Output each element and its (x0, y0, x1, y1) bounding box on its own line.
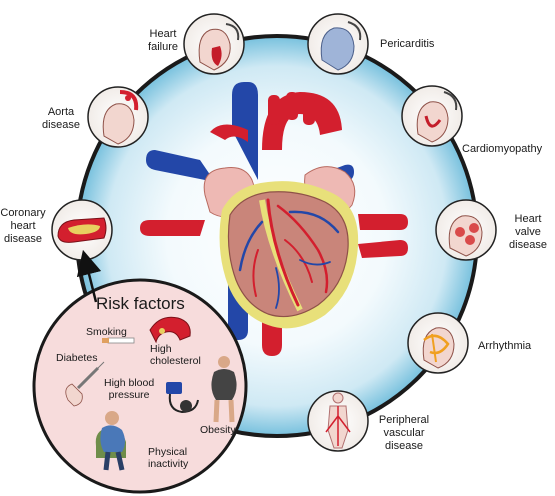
label-line: Cardiomyopathy (462, 143, 543, 155)
heart-failure-bubble (183, 13, 245, 75)
risk-line: Smoking (86, 326, 127, 338)
label-line: Arrhythmia (478, 340, 532, 352)
cholesterol-artery-icon (149, 316, 191, 344)
label-aorta-disease: Aorta disease (36, 106, 86, 132)
blood-pressure-cuff-icon (166, 382, 199, 414)
coronary-heart-disease-bubble (51, 199, 113, 261)
heart-valve-disease-bubble (435, 199, 497, 261)
risk-high-blood-pressure: High blood pressure (104, 377, 154, 401)
obese-person-icon (211, 356, 237, 423)
central-heart-illustration (140, 82, 408, 356)
aorta-disease-bubble (87, 86, 149, 148)
risk-factors-panel (32, 278, 248, 494)
risk-line: High blood (104, 377, 155, 389)
label-cardiomyopathy: Cardiomyopathy (462, 143, 542, 156)
label-line: disease (385, 440, 423, 452)
risk-diabetes: Diabetes (56, 352, 97, 364)
risk-factors-title: Risk factors (96, 294, 185, 313)
label-line: vascular (383, 427, 425, 439)
risk-line: Physical (148, 446, 188, 458)
risk-smoking: Smoking (86, 326, 127, 338)
insulin-syringe-icon (65, 361, 105, 407)
risk-line: High (150, 343, 172, 355)
label-line: Coronary (0, 207, 46, 219)
label-heart-valve-disease: Heart valve disease (505, 213, 551, 252)
label-line: failure (148, 41, 178, 53)
risk-physical-inactivity: Physical inactivity (148, 446, 188, 470)
risk-line: cholesterol (150, 355, 201, 367)
label-line: Pericarditis (380, 38, 435, 50)
label-line: Heart (149, 28, 177, 40)
risk-obesity: Obesity (200, 424, 236, 436)
label-line: Heart (514, 213, 542, 225)
label-line: heart (10, 220, 36, 232)
label-line: disease (42, 119, 80, 131)
peripheral-vascular-disease-bubble (307, 390, 369, 452)
label-heart-failure: Heart failure (138, 28, 188, 54)
risk-line: pressure (108, 389, 150, 401)
label-line: Aorta (47, 106, 75, 118)
risk-to-disease-arrow (76, 249, 102, 303)
risk-high-cholesterol: High cholesterol (150, 343, 201, 367)
cigarette-icon (107, 337, 135, 344)
label-peripheral-vascular-disease: Peripheral vascular disease (374, 414, 434, 453)
pericarditis-bubble (307, 13, 369, 75)
cardiomyopathy-bubble (401, 85, 463, 147)
risk-line: Diabetes (56, 352, 98, 364)
label-line: Peripheral (378, 414, 430, 426)
risk-line: inactivity (148, 458, 189, 470)
label-line: disease (4, 233, 42, 245)
inactive-person-icon (95, 411, 126, 471)
label-line: valve (515, 226, 541, 238)
risk-line: Obesity (200, 424, 236, 436)
label-pericarditis: Pericarditis (380, 38, 434, 51)
label-arrhythmia: Arrhythmia (478, 340, 531, 353)
label-line: disease (509, 239, 547, 251)
label-coronary-heart-disease: Coronary heart disease (0, 207, 46, 246)
arrhythmia-bubble (407, 312, 469, 374)
